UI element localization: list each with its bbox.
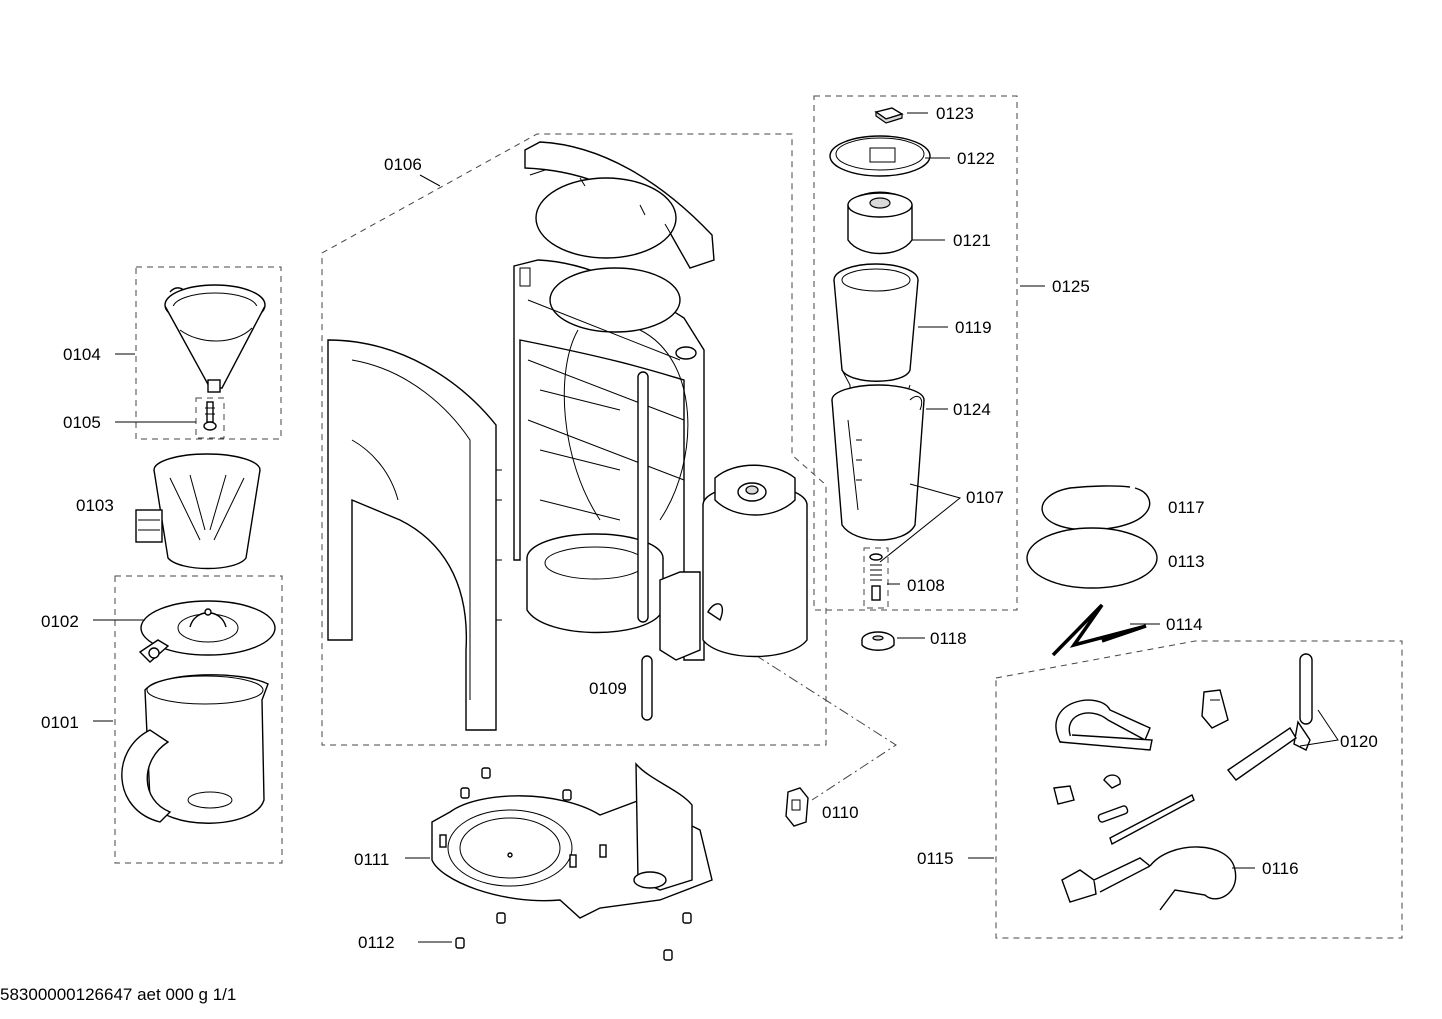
label-0114: 0114 <box>1166 615 1203 634</box>
top-cover-icon <box>524 141 715 269</box>
fuse-icon <box>1097 794 1195 846</box>
water-tank-icon <box>829 107 931 609</box>
label-0110: 0110 <box>822 803 859 822</box>
seal-ring-icon <box>1026 485 1158 589</box>
group-box-electrical <box>995 640 1403 939</box>
heater-tank-icon <box>702 464 808 658</box>
feet-icons <box>455 767 692 961</box>
thermostat-icon <box>1201 689 1229 729</box>
group-box-water-tank <box>813 95 1018 611</box>
heating-element-icon <box>1055 699 1153 751</box>
label-0101: 0101 <box>41 713 79 732</box>
label-0124: 0124 <box>953 400 991 419</box>
drain-tube-icon <box>1226 653 1313 781</box>
front-panel-icon <box>327 339 502 731</box>
carafe-lid-icon <box>138 600 276 663</box>
base-plate-icon <box>431 762 713 919</box>
label-0118: 0118 <box>930 629 967 648</box>
label-0119: 0119 <box>955 318 992 337</box>
leader-lines <box>93 112 1339 943</box>
group-box-carafe <box>114 575 283 864</box>
label-0112: 0112 <box>358 933 395 952</box>
label-0104: 0104 <box>63 345 101 364</box>
guide-rod-icon <box>637 371 653 721</box>
group-box-filter <box>135 266 282 440</box>
filter-basket-icon <box>135 453 261 570</box>
label-0120: 0120 <box>1340 732 1378 751</box>
label-0121: 0121 <box>953 231 991 250</box>
filter-holder-icon <box>164 284 266 393</box>
label-0122: 0122 <box>957 149 995 168</box>
label-0103: 0103 <box>76 496 114 515</box>
power-cord-icon <box>1061 846 1237 911</box>
housing-body-icon <box>513 259 705 661</box>
label-0115: 0115 <box>917 849 954 868</box>
group-box-housing <box>321 133 827 746</box>
label-0117: 0117 <box>1168 498 1205 517</box>
label-0106: 0106 <box>384 155 422 174</box>
spring-clip-icon <box>1051 603 1147 657</box>
label-0111: 0111 <box>354 850 389 869</box>
drip-stop-valve-icon <box>195 397 225 439</box>
label-0123: 0123 <box>936 104 974 123</box>
label-0116: 0116 <box>1262 859 1299 878</box>
label-0107: 0107 <box>966 488 1004 507</box>
switch-icon <box>785 787 809 827</box>
label-0109: 0109 <box>589 679 627 698</box>
label-0105: 0105 <box>63 413 101 432</box>
drawing-id: 58300000126647 aet 000 g 1/1 <box>0 985 236 1004</box>
washer-icon <box>861 631 895 651</box>
carafe-icon <box>121 674 269 824</box>
label-0113: 0113 <box>1168 552 1205 571</box>
fuse-clip-icon <box>1053 774 1121 805</box>
label-0125: 0125 <box>1052 277 1090 296</box>
label-0108: 0108 <box>907 576 945 595</box>
label-0102: 0102 <box>41 612 79 631</box>
